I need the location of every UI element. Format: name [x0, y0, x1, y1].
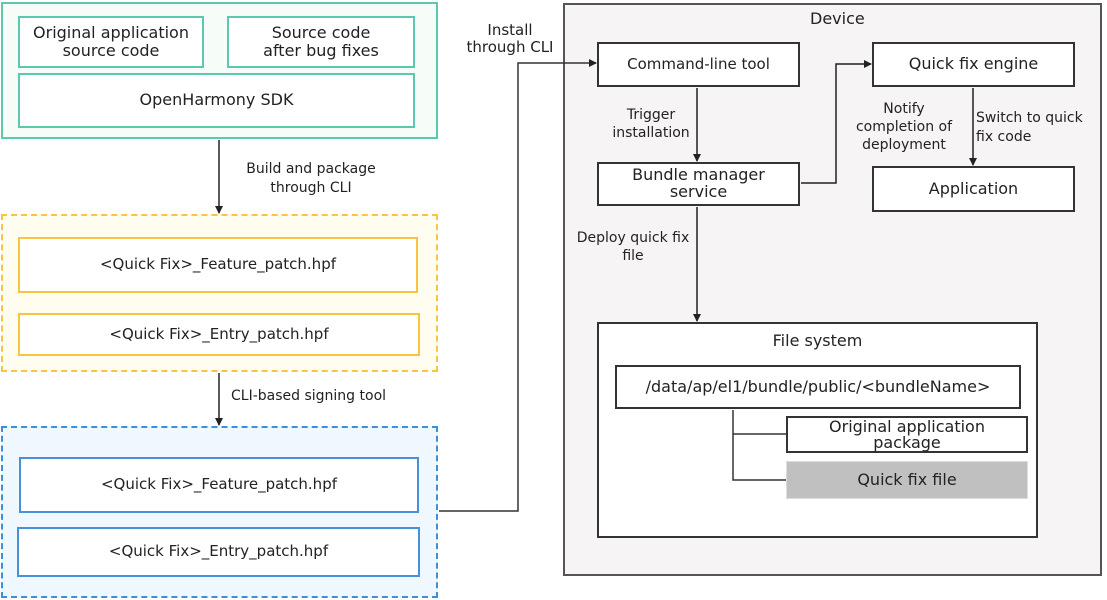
- notify-completion-label: Notify completion of deployment: [855, 101, 953, 154]
- file-system-title: File system: [772, 331, 863, 350]
- bundle-manager-box: Bundle manager service: [597, 162, 800, 206]
- original-package-label: Original application package: [829, 417, 985, 452]
- unsigned-feature-patch-box: <Quick Fix>_Feature_patch.hpf: [18, 237, 418, 293]
- quick-fix-engine-label: Quick fix engine: [908, 54, 1039, 74]
- application-box: Application: [872, 166, 1075, 212]
- quick-fix-file-label: Quick fix file: [857, 469, 957, 489]
- unsigned-entry-patch-label: <Quick Fix>_Entry_patch.hpf: [109, 324, 329, 343]
- switch-code-label: Switch to quick fix code: [976, 110, 1083, 145]
- deploy-file-label: Deploy quick fix file: [576, 230, 690, 265]
- bundle-manager-label: Bundle manager service: [632, 165, 765, 201]
- original-package-box: Original application package: [786, 416, 1028, 453]
- signed-feature-patch-label: <Quick Fix>_Feature_patch.hpf: [100, 475, 337, 494]
- device-title: Device: [810, 9, 865, 28]
- original-source-box: Original application source code: [18, 16, 204, 68]
- sdk-label: OpenHarmony SDK: [139, 90, 294, 110]
- fixed-source-label: Source code after bug fixes: [263, 22, 379, 60]
- build-package-label: Build and package through CLI: [246, 161, 376, 196]
- cli-tool-box: Command-line tool: [597, 42, 800, 87]
- quick-fix-file-box: Quick fix file: [786, 461, 1028, 499]
- unsigned-feature-patch-label: <Quick Fix>_Feature_patch.hpf: [99, 255, 336, 274]
- install-cli-label: Install through CLI: [466, 21, 554, 57]
- original-source-label: Original application source code: [33, 22, 189, 60]
- application-label: Application: [928, 178, 1019, 198]
- signing-tool-label: CLI-based signing tool: [231, 388, 387, 404]
- bundle-path-box: /data/ap/el1/bundle/public/<bundleName>: [615, 365, 1021, 409]
- bundle-path-label: /data/ap/el1/bundle/public/<bundleName>: [645, 376, 991, 396]
- unsigned-entry-patch-box: <Quick Fix>_Entry_patch.hpf: [18, 313, 420, 356]
- fixed-source-box: Source code after bug fixes: [227, 16, 415, 68]
- trigger-install-label: Trigger installation: [612, 107, 690, 142]
- cli-tool-label: Command-line tool: [627, 54, 770, 73]
- signed-entry-patch-label: <Quick Fix>_Entry_patch.hpf: [108, 542, 329, 561]
- sdk-box: OpenHarmony SDK: [18, 73, 415, 128]
- quick-fix-engine-box: Quick fix engine: [872, 42, 1075, 87]
- signed-feature-patch-box: <Quick Fix>_Feature_patch.hpf: [19, 457, 419, 513]
- signed-entry-patch-box: <Quick Fix>_Entry_patch.hpf: [17, 527, 420, 577]
